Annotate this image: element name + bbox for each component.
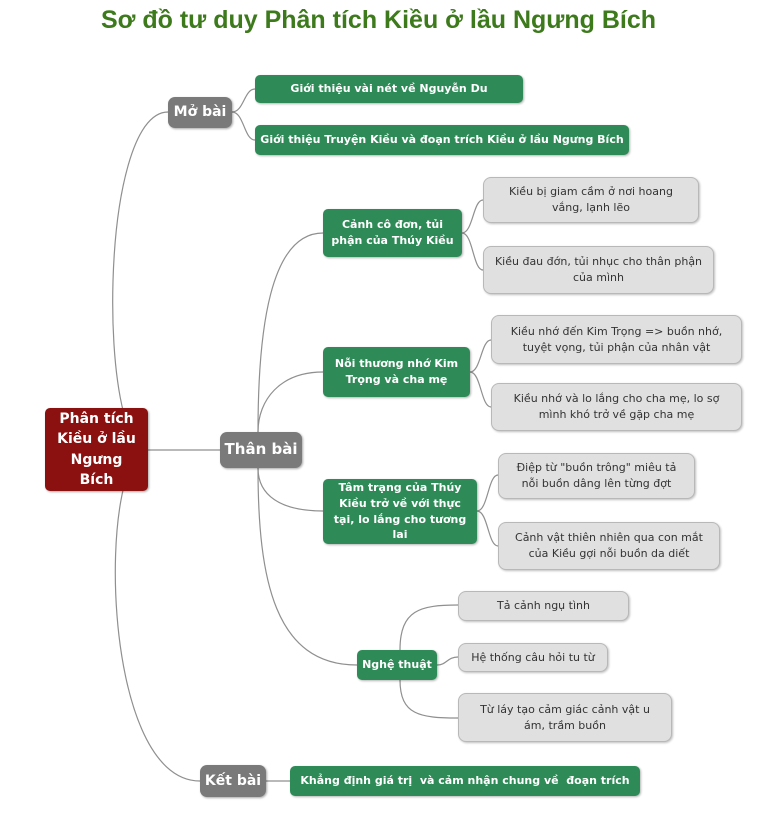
nghe-thuat-item-2: Hệ thống câu hỏi tu từ xyxy=(458,643,608,672)
link-nghe-2 xyxy=(436,656,459,666)
link-tam-1 xyxy=(476,474,499,512)
link-mo-bai-2 xyxy=(231,111,256,141)
link-root-ket-bai xyxy=(114,449,201,782)
link-canh-1 xyxy=(461,199,484,234)
link-canh-2 xyxy=(461,232,484,271)
tam-trang-item-2: Cảnh vật thiên nhiên qua con mắt của Kiề… xyxy=(498,522,720,570)
than-bai-tam-trang: Tâm trạng của Thúy Kiều trở về với thực … xyxy=(323,479,477,544)
link-than-bai-noi xyxy=(257,371,324,433)
link-mo-bai-1 xyxy=(231,88,256,113)
nghe-thuat-item-1: Tả cảnh ngụ tình xyxy=(458,591,629,621)
mo-bai-item-2: Giới thiệu Truyện Kiều và đoạn trích Kiề… xyxy=(255,125,629,155)
noi-thuong-nho-item-2: Kiều nhớ và lo lắng cho cha mẹ, lo sợ mì… xyxy=(491,383,742,431)
canh-co-don-item-2: Kiều đau đớn, tủi nhục cho thân phận của… xyxy=(483,246,714,294)
link-root-mo-bai xyxy=(112,111,169,451)
link-than-bai-nghe xyxy=(257,467,358,666)
mo-bai-item-1: Giới thiệu vài nét về Nguyễn Du xyxy=(255,75,523,103)
page-title: Sơ đồ tư duy Phân tích Kiều ở lầu Ngưng … xyxy=(100,6,657,34)
than-bai-canh-co-don: Cảnh cô đơn, tủi phận của Thúy Kiều xyxy=(323,209,462,257)
branch-than-bai: Thân bài xyxy=(220,432,302,468)
link-than-bai-tam xyxy=(257,467,324,512)
root-node: Phân tích Kiều ở lầu Ngưng Bích xyxy=(45,408,148,491)
link-than-bai-canh xyxy=(257,232,324,433)
link-nghe-1 xyxy=(399,604,459,651)
link-noi-2 xyxy=(469,371,492,408)
link-noi-1 xyxy=(469,339,492,373)
link-nghe-3 xyxy=(399,679,459,719)
branch-mo-bai: Mở bài xyxy=(168,97,232,128)
branch-ket-bai: Kết bài xyxy=(200,765,266,797)
nghe-thuat-item-3: Từ láy tạo cảm giác cảnh vật u ám, trầm … xyxy=(458,693,672,742)
than-bai-noi-thuong-nho: Nỗi thương nhớ Kim Trọng và cha mẹ xyxy=(323,347,470,397)
canh-co-don-item-1: Kiều bị giam cầm ở nơi hoang vắng, lạnh … xyxy=(483,177,699,223)
tam-trang-item-1: Điệp từ "buồn trông" miêu tả nỗi buồn dâ… xyxy=(498,453,695,499)
than-bai-nghe-thuat: Nghệ thuật xyxy=(357,650,437,680)
noi-thuong-nho-item-1: Kiều nhớ đến Kim Trọng => buồn nhớ, tuyệ… xyxy=(491,315,742,364)
link-tam-2 xyxy=(476,510,499,547)
ket-bai-item-1: Khẳng định giá trị và cảm nhận chung về … xyxy=(290,766,640,796)
